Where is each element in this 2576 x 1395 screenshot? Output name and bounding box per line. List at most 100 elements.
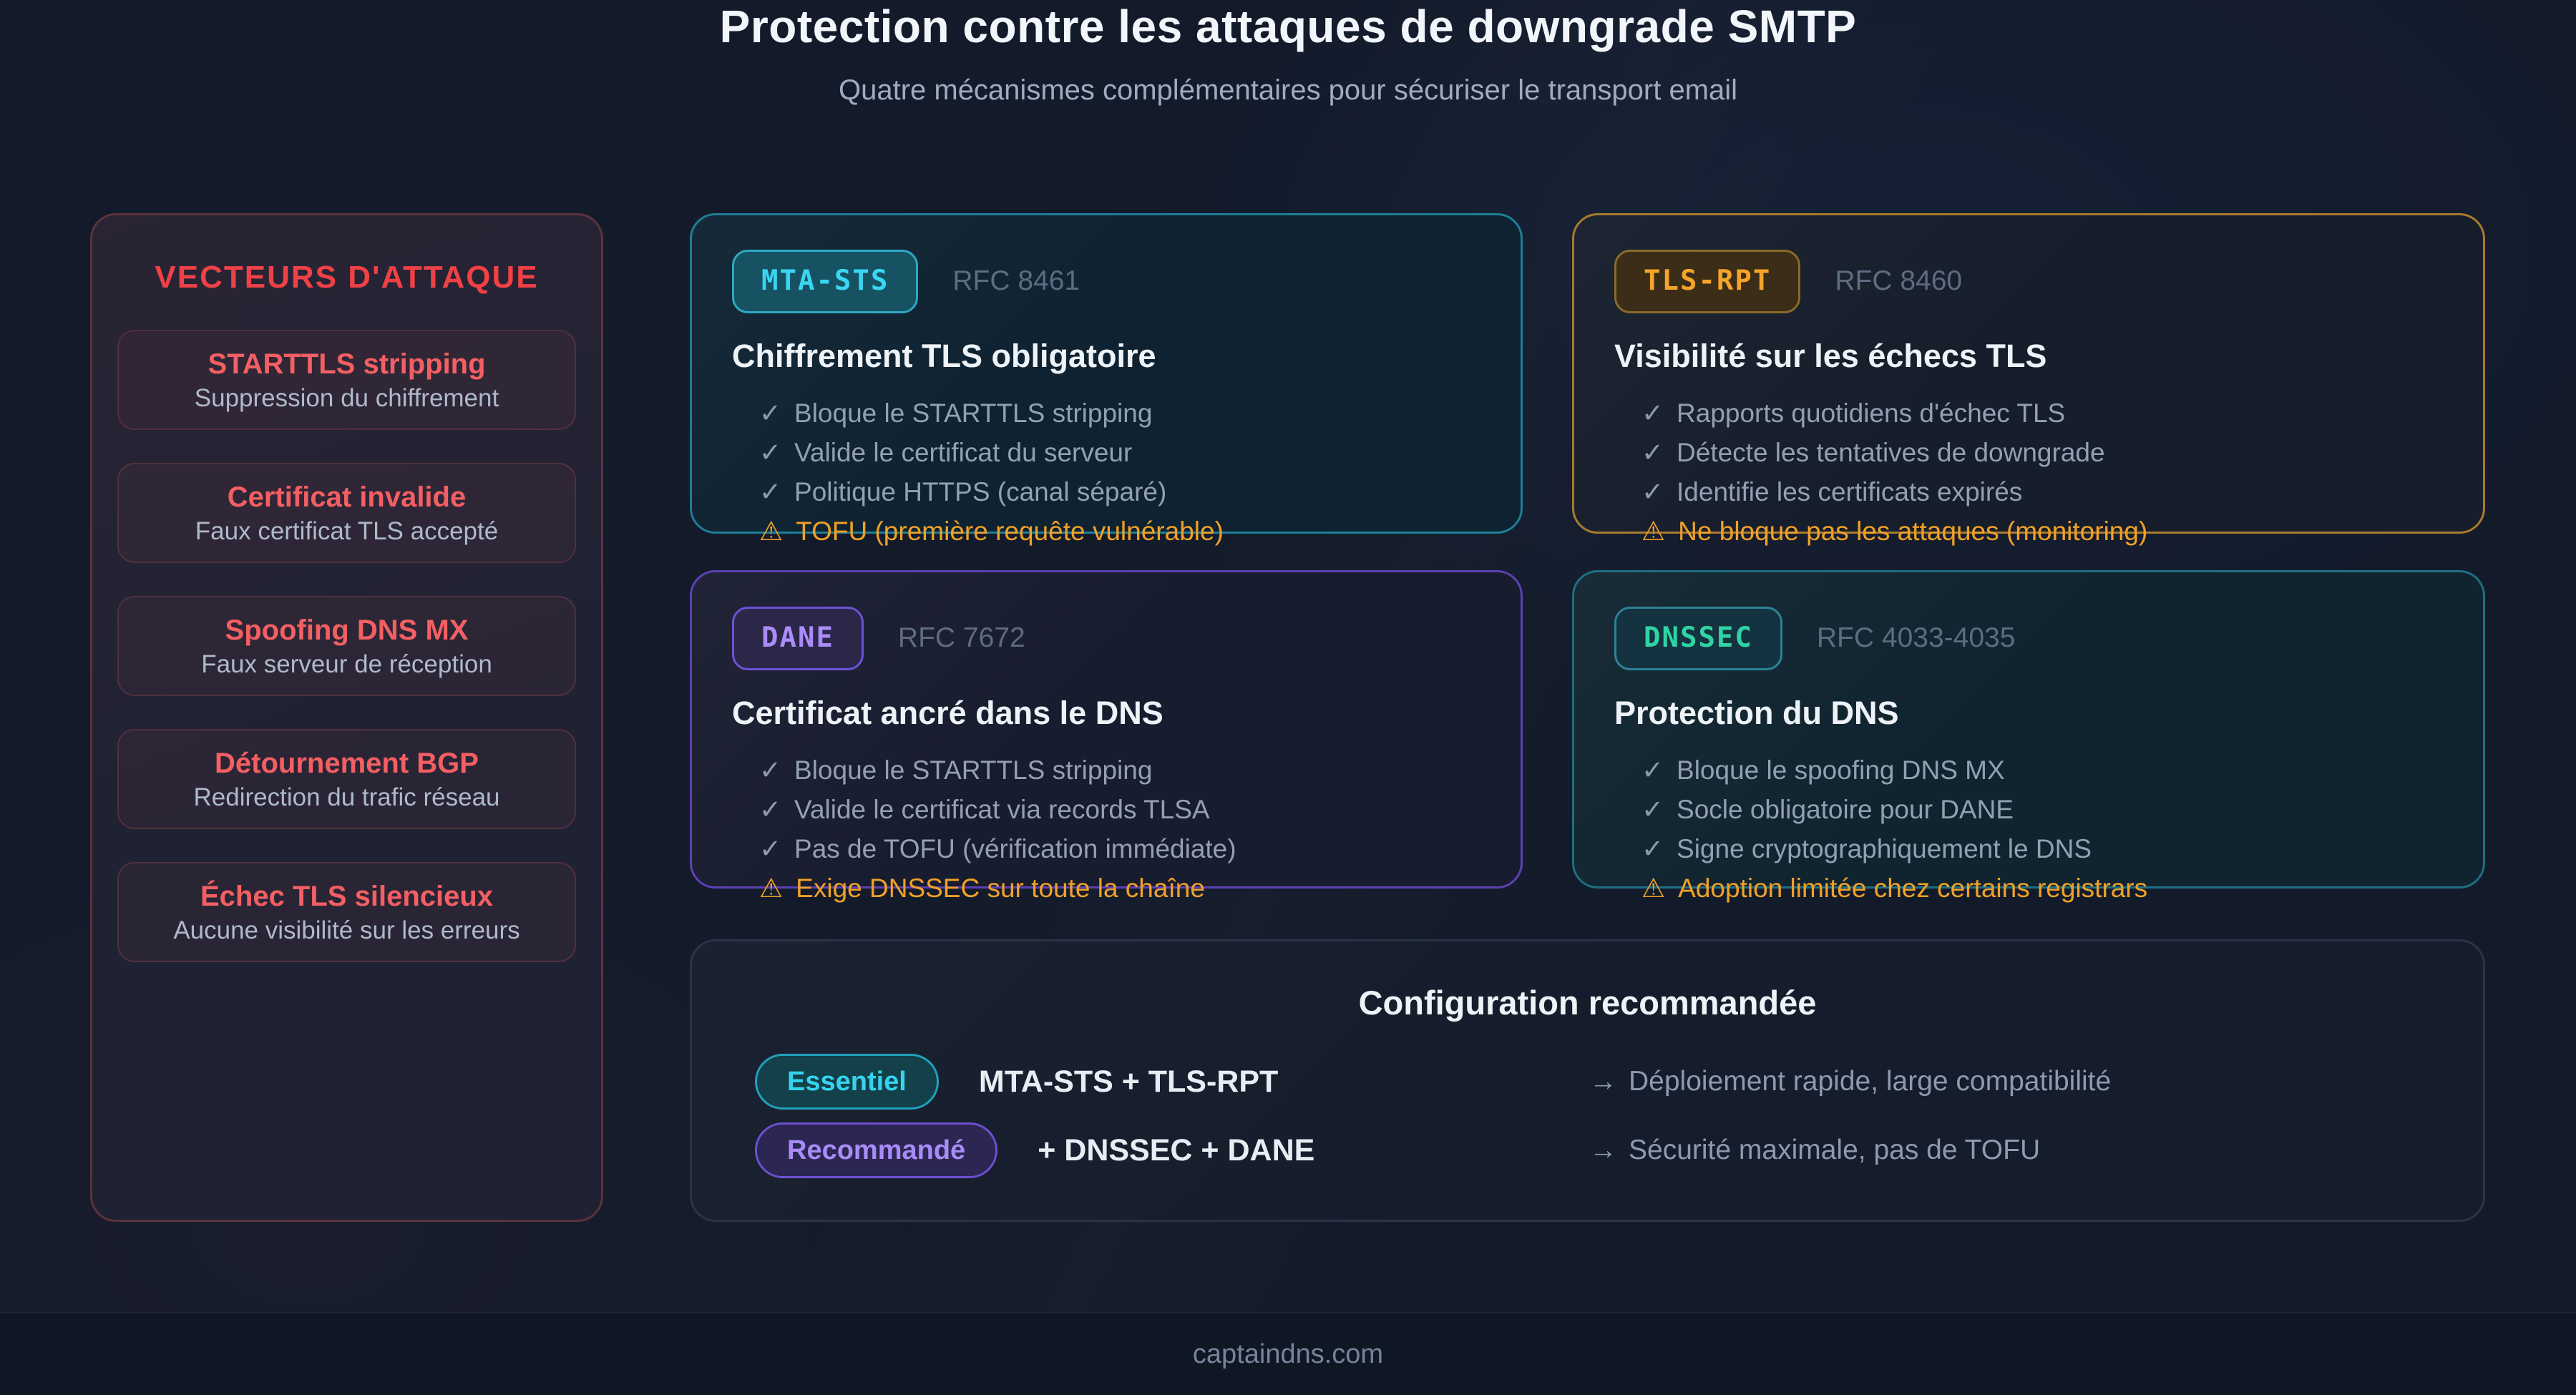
feature-item: ✓ Rapports quotidiens d'échec TLS: [1641, 393, 2443, 433]
check-icon: ✓: [759, 833, 782, 863]
check-icon: ✓: [1641, 833, 1664, 863]
warning-text: TOFU (première requête vulnérable): [796, 516, 1224, 546]
feature-text: Bloque le spoofing DNS MX: [1677, 755, 2005, 785]
warning-text: Adoption limitée chez certains registrar…: [1678, 873, 2148, 903]
card-feature-list: ✓ Rapports quotidiens d'échec TLS ✓ Détect…: [1614, 393, 2443, 551]
card-badge-row: DNSSEC RFC 4033-4035: [1614, 607, 2443, 670]
attack-vector-title: Échec TLS silencieux: [200, 880, 494, 912]
card-feature-list: ✓ Bloque le spoofing DNS MX ✓ Socle obliga…: [1614, 750, 2443, 908]
feature-item: ✓ Détecte les tentatives de downgrade: [1641, 433, 2443, 472]
card-badge-row: TLS-RPT RFC 8460: [1614, 250, 2443, 313]
mta-sts-badge: MTA-STS: [732, 250, 919, 313]
feature-text: Pas de TOFU (vérification immédiate): [794, 833, 1236, 863]
feature-item: ✓ Signe cryptographiquement le DNS: [1641, 829, 2443, 868]
attack-vectors-heading: VECTEURS D'ATTAQUE: [155, 260, 539, 295]
card-title: Chiffrement TLS obligatoire: [732, 337, 1156, 374]
footer-bar: captaindns.com: [0, 1312, 2576, 1395]
warning-item: ⚠ Exige DNSSEC sur toute la chaîne: [759, 868, 1480, 908]
recommendation-row-essential: Essentiel MTA-STS + TLS-RPT → Déploiemen…: [755, 1054, 2483, 1110]
rfc-label: RFC 7672: [897, 622, 1025, 654]
card-mta-sts: MTA-STS RFC 8461 Chiffrement TLS obligat…: [690, 213, 1523, 546]
rfc-label: RFC 4033-4035: [1816, 622, 2016, 654]
feature-text: Bloque le STARTTLS stripping: [794, 755, 1153, 785]
feature-text: Identifie les certificats expirés: [1677, 476, 2023, 506]
footer-domain: captaindns.com: [1192, 1338, 1384, 1369]
feature-text: Valide le certificat du serveur: [794, 437, 1133, 467]
warning-item: ⚠ Adoption limitée chez certains registra…: [1641, 868, 2443, 908]
mechanisms-grid: MTA-STS RFC 8461 Chiffrement TLS obligat…: [690, 213, 2485, 1222]
feature-text: Bloque le STARTTLS stripping: [794, 398, 1153, 428]
feature-text: Rapports quotidiens d'échec TLS: [1677, 398, 2066, 428]
card-badge-row: MTA-STS RFC 8461: [732, 250, 1480, 313]
check-icon: ✓: [759, 794, 782, 824]
check-icon: ✓: [759, 476, 782, 506]
feature-item: ✓ Valide le certificat du serveur: [759, 433, 1480, 472]
feature-text: Politique HTTPS (canal séparé): [794, 476, 1167, 506]
warning-icon: ⚠: [1641, 873, 1666, 903]
page-subtitle: Quatre mécanismes complémentaires pour s…: [838, 74, 1738, 106]
recommendation-note: → Sécurité maximale, pas de TOFU: [1589, 1135, 2040, 1166]
note-text: Sécurité maximale, pas de TOFU: [1629, 1135, 2041, 1165]
warning-icon: ⚠: [1641, 516, 1666, 546]
card-dane: DANE RFC 7672 Certificat ancré dans le D…: [690, 570, 1523, 903]
card-dnssec: DNSSEC RFC 4033-4035 Protection du DNS ✓…: [1572, 570, 2485, 903]
essential-badge: Essentiel: [755, 1054, 939, 1110]
recommended-configuration-card: Configuration recommandée Essentiel MTA-…: [690, 939, 2485, 1222]
warning-icon: ⚠: [759, 516, 784, 546]
feature-text: Socle obligatoire pour DANE: [1677, 794, 2014, 824]
attack-vector-title: Détournement BGP: [215, 747, 479, 779]
attack-vector-title: Certificat invalide: [227, 481, 467, 513]
attack-vectors-panel: VECTEURS D'ATTAQUE STARTTLS stripping Su…: [90, 213, 603, 1222]
check-icon: ✓: [1641, 437, 1664, 467]
attack-vector-subtitle: Faux certificat TLS accepté: [195, 517, 499, 545]
card-tls-rpt: TLS-RPT RFC 8460 Visibilité sur les éche…: [1572, 213, 2485, 546]
check-icon: ✓: [759, 755, 782, 785]
attack-vector-subtitle: Redirection du trafic réseau: [193, 783, 500, 811]
tls-rpt-badge: TLS-RPT: [1614, 250, 1801, 313]
check-icon: ✓: [1641, 398, 1664, 428]
attack-vector-title: STARTTLS stripping: [208, 348, 486, 380]
attack-vector-title: Spoofing DNS MX: [225, 614, 469, 646]
attack-vectors-list: STARTTLS stripping Suppression du chiffr…: [117, 330, 576, 962]
warning-icon: ⚠: [759, 873, 784, 903]
card-title: Certificat ancré dans le DNS: [732, 694, 1163, 731]
check-icon: ✓: [1641, 755, 1664, 785]
dane-badge: DANE: [732, 607, 864, 670]
attack-vector-subtitle: Faux serveur de réception: [201, 650, 492, 678]
feature-item: ✓ Bloque le spoofing DNS MX: [1641, 750, 2443, 790]
recommendation-note: → Déploiement rapide, large compatibilit…: [1589, 1066, 2111, 1097]
page-header: Protection contre les attaques de downgr…: [0, 0, 2576, 107]
recommendation-title: Configuration recommandée: [1358, 984, 1817, 1022]
feature-item: ✓ Pas de TOFU (vérification immédiate): [759, 829, 1480, 868]
check-icon: ✓: [759, 398, 782, 428]
feature-item: ✓ Bloque le STARTTLS stripping: [759, 750, 1480, 790]
attack-vector-subtitle: Suppression du chiffrement: [194, 383, 499, 412]
check-icon: ✓: [759, 437, 782, 467]
feature-text: Valide le certificat via records TLSA: [794, 794, 1210, 824]
feature-text: Détecte les tentatives de downgrade: [1677, 437, 2105, 467]
feature-item: ✓ Bloque le STARTTLS stripping: [759, 393, 1480, 433]
card-title: Protection du DNS: [1614, 694, 1899, 731]
card-badge-row: DANE RFC 7672: [732, 607, 1480, 670]
check-icon: ✓: [1641, 794, 1664, 824]
feature-item: ✓ Valide le certificat via records TLSA: [759, 790, 1480, 829]
warning-text: Exige DNSSEC sur toute la chaîne: [796, 873, 1205, 903]
combo-text: MTA-STS + TLS-RPT: [978, 1064, 1279, 1099]
warning-text: Ne bloque pas les attaques (monitoring): [1678, 516, 2148, 546]
warning-item: ⚠ TOFU (première requête vulnérable): [759, 512, 1480, 551]
attack-vector-starttls-stripping: STARTTLS stripping Suppression du chiffr…: [117, 330, 576, 430]
recommendation-row-recommended: Recommandé + DNSSEC + DANE → Sécurité ma…: [755, 1122, 2483, 1178]
rfc-label: RFC 8460: [1835, 265, 1963, 297]
card-title: Visibilité sur les échecs TLS: [1614, 337, 2047, 374]
feature-text: Signe cryptographiquement le DNS: [1677, 833, 2092, 863]
feature-item: ✓ Identifie les certificats expirés: [1641, 472, 2443, 512]
attack-vector-invalid-certificate: Certificat invalide Faux certificat TLS …: [117, 463, 576, 563]
recommendation-rows: Essentiel MTA-STS + TLS-RPT → Déploiemen…: [755, 1054, 2483, 1178]
attack-vector-silent-tls-failure: Échec TLS silencieux Aucune visibilité s…: [117, 862, 576, 962]
arrow-icon: →: [1589, 1066, 1617, 1097]
warning-item: ⚠ Ne bloque pas les attaques (monitoring): [1641, 512, 2443, 551]
check-icon: ✓: [1641, 476, 1664, 506]
dnssec-badge: DNSSEC: [1614, 607, 1782, 670]
arrow-icon: →: [1589, 1135, 1617, 1165]
